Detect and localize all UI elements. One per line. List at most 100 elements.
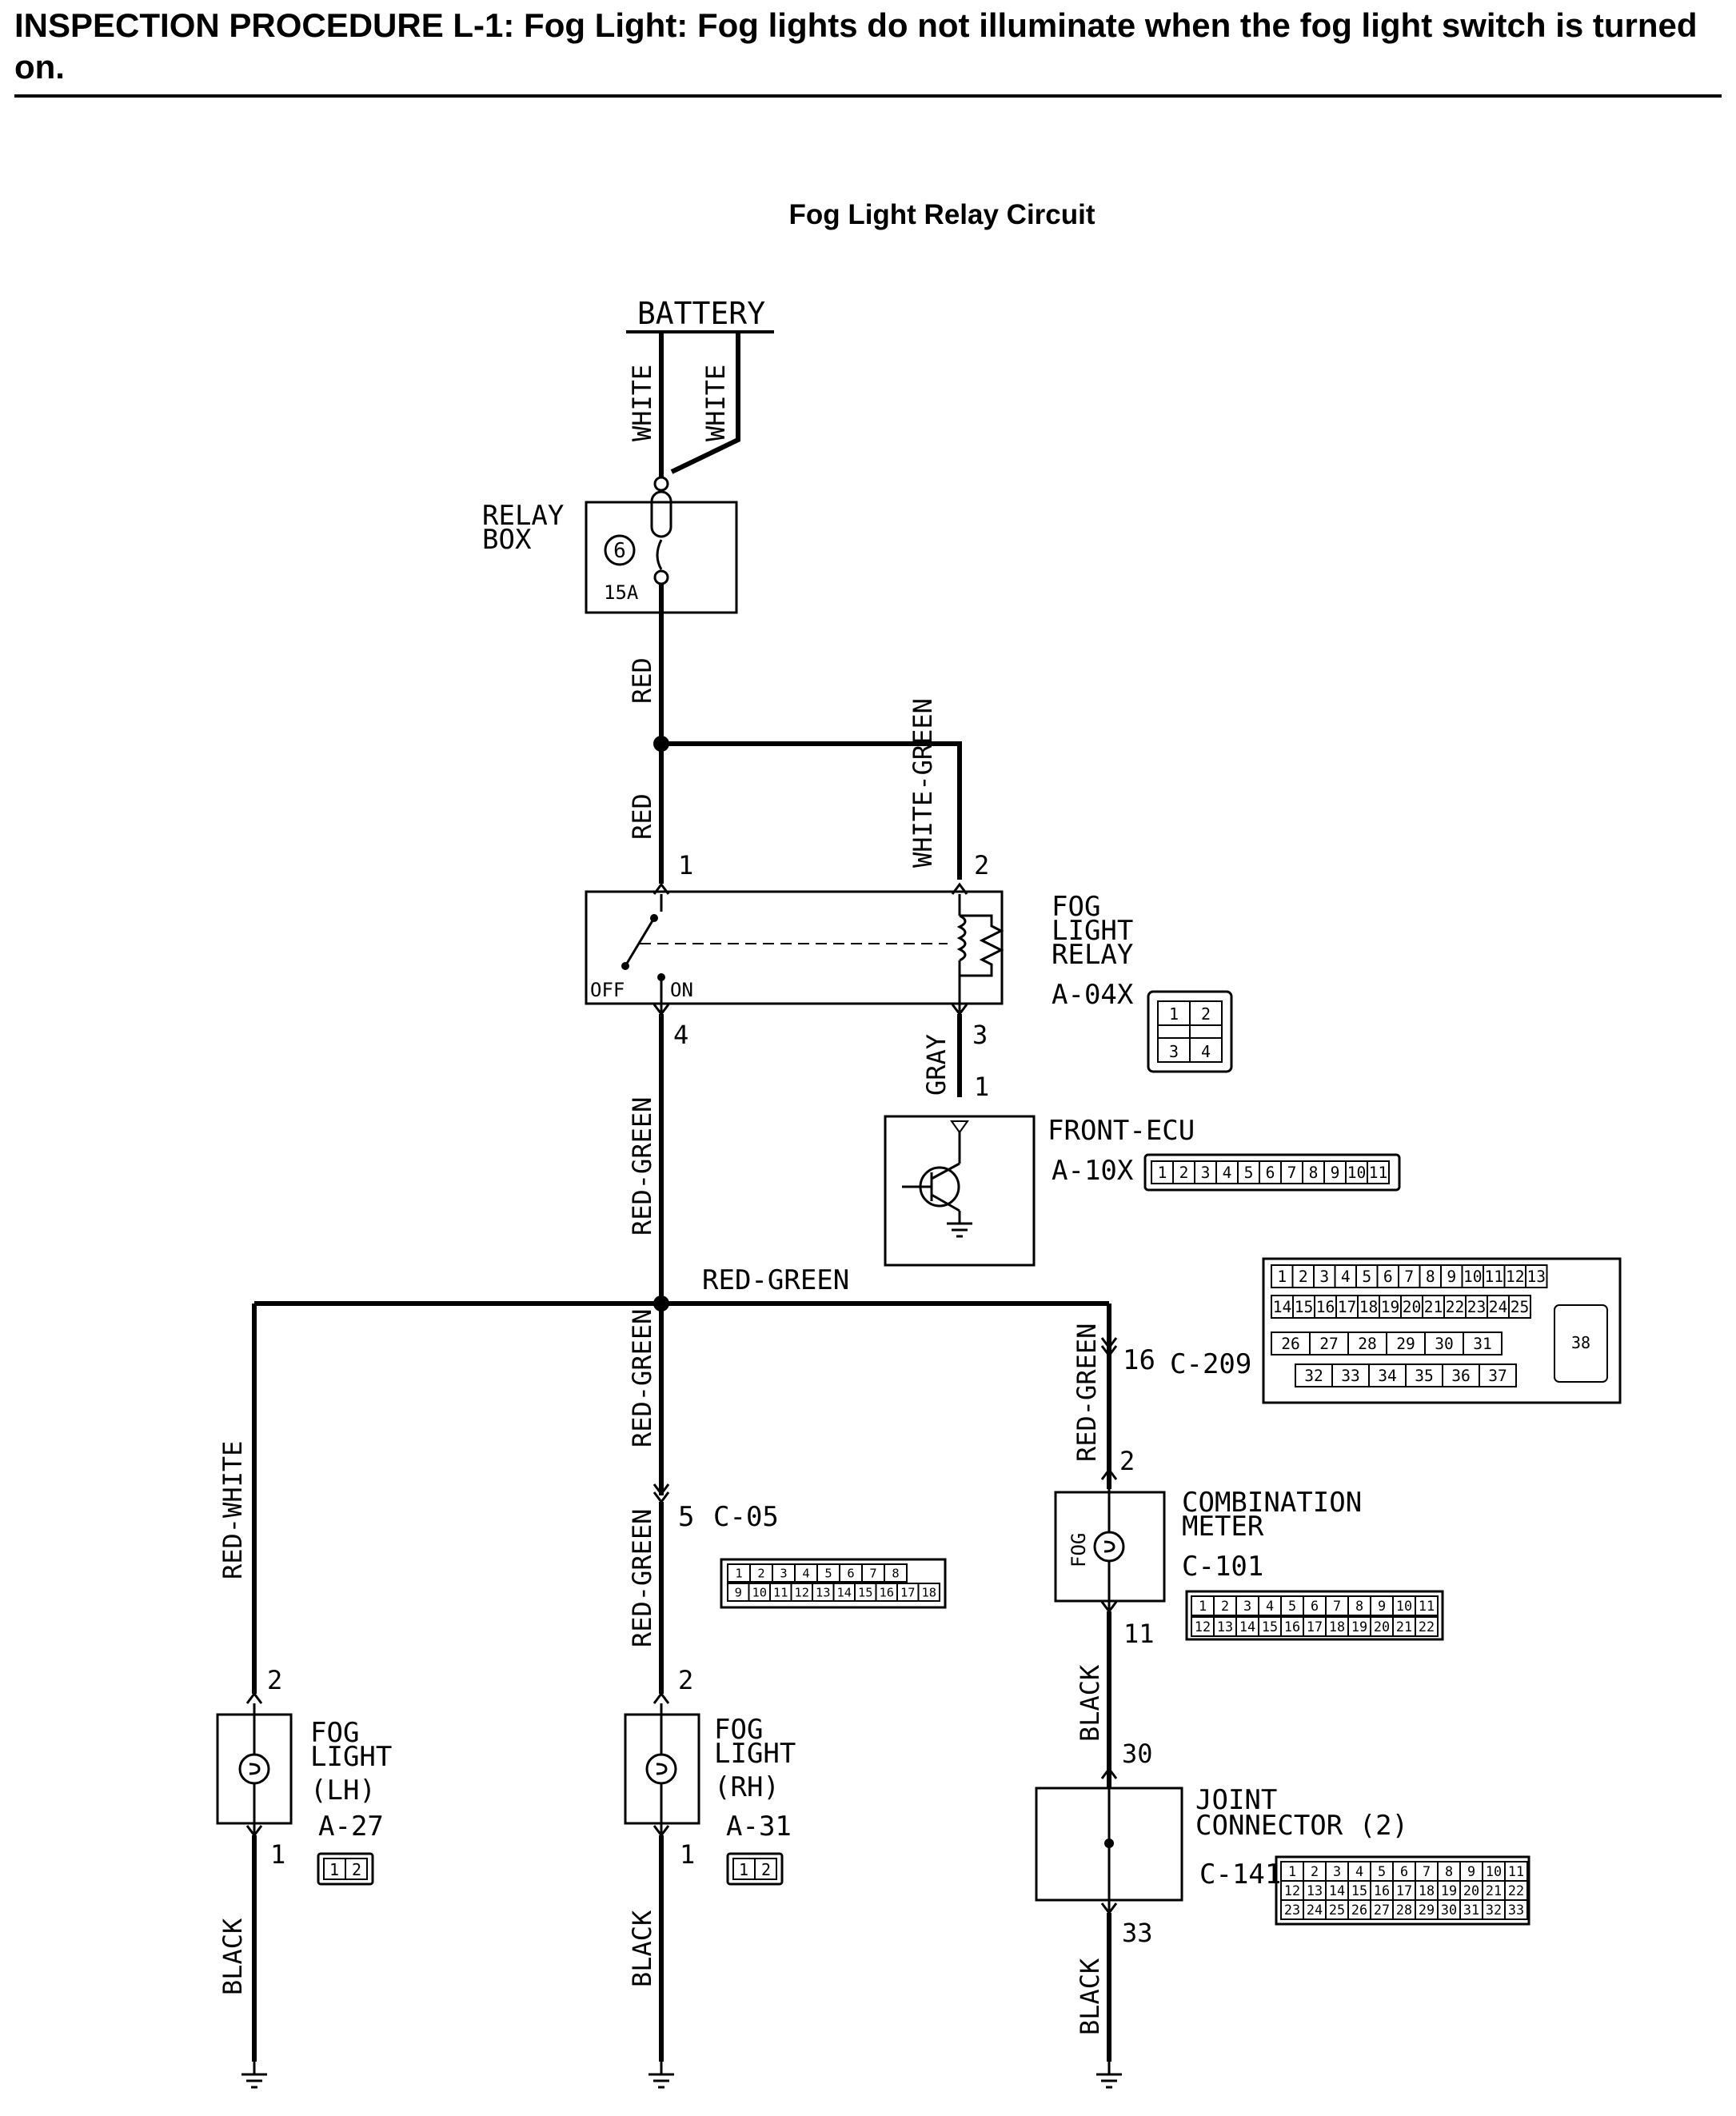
c209-connector-pin: 6 bbox=[1383, 1268, 1393, 1286]
c209-code: C-209 bbox=[1170, 1348, 1251, 1380]
c141-connector-pin: 13 bbox=[1307, 1882, 1323, 1898]
c05-connector-pin: 11 bbox=[773, 1586, 788, 1600]
c141-connector-pin: 5 bbox=[1378, 1863, 1386, 1879]
c141-connector-pin: 2 bbox=[1311, 1863, 1319, 1879]
c209-connector-pin: 19 bbox=[1381, 1298, 1400, 1316]
c209-connector-pin: 30 bbox=[1435, 1335, 1454, 1353]
c101-connector-pin: 10 bbox=[1396, 1598, 1412, 1614]
wire-white-a: WHITE bbox=[627, 365, 657, 441]
c209-connector-pin: 32 bbox=[1304, 1367, 1323, 1385]
c209-connector-pin: 25 bbox=[1511, 1298, 1530, 1316]
c209-connector-pin: 23 bbox=[1467, 1298, 1487, 1316]
c05-connector-pin: 7 bbox=[869, 1567, 876, 1581]
heading-rule bbox=[14, 94, 1722, 98]
c141-connector-pin: 3 bbox=[1333, 1863, 1341, 1879]
c209-connector-pin: 18 bbox=[1359, 1298, 1379, 1316]
c101-connector-pin: 13 bbox=[1217, 1619, 1233, 1635]
wire-red-green-center-upper: RED-GREEN bbox=[627, 1309, 657, 1447]
relay-pin-1: 1 bbox=[678, 850, 693, 880]
fog-lh-code: A-27 bbox=[318, 1811, 384, 1843]
relay-connector-pin: 2 bbox=[1201, 1004, 1211, 1024]
c101-connector-pin: 14 bbox=[1239, 1619, 1255, 1635]
fog-lh-connector: 1 2 bbox=[317, 1852, 374, 1886]
fog-rh-label-1: FOG bbox=[714, 1714, 763, 1746]
c141-connector-cell bbox=[1504, 1899, 1528, 1920]
ground-rh bbox=[647, 2060, 676, 2089]
front-ecu-label: FRONT-ECU bbox=[1048, 1115, 1195, 1147]
c209-connector-cell bbox=[1508, 1295, 1531, 1319]
fog-rh-connector: 1 2 bbox=[726, 1852, 784, 1886]
c141-connector-pin: 24 bbox=[1307, 1902, 1323, 1918]
c209-connector-pin: 26 bbox=[1281, 1335, 1300, 1353]
joint-connector bbox=[1035, 1767, 1183, 1914]
ecu-pin-1: 1 bbox=[974, 1072, 989, 1102]
relay-pin-2: 2 bbox=[974, 850, 989, 880]
c101-connector-pin: 6 bbox=[1311, 1598, 1319, 1614]
fog-rh-connector-pin: 1 bbox=[739, 1860, 748, 1879]
front-ecu-connector-pin: 11 bbox=[1369, 1164, 1388, 1182]
wire-red-green-horizontal: RED-GREEN bbox=[702, 1264, 849, 1296]
c209-connector-pin: 27 bbox=[1319, 1335, 1339, 1353]
joint-connector-code: C-141 bbox=[1199, 1858, 1281, 1890]
relay-box: 6 15A bbox=[585, 476, 738, 614]
c101-connector-pin: 7 bbox=[1333, 1598, 1341, 1614]
relay-connector-pin: 1 bbox=[1169, 1004, 1179, 1024]
fuse-number: 6 bbox=[613, 539, 626, 563]
c209-connector-cell bbox=[1479, 1363, 1517, 1387]
c05-code: C-05 bbox=[713, 1501, 779, 1533]
fog-rh-label-2: LIGHT bbox=[714, 1738, 796, 1770]
c141-connector-pin: 6 bbox=[1400, 1863, 1408, 1879]
wire-black-rh: BLACK bbox=[627, 1910, 657, 1987]
c209-connector-pin: 10 bbox=[1463, 1268, 1483, 1286]
relay-connector: 1 2 3 4 bbox=[1147, 990, 1233, 1073]
wire-white-green: WHITE-GREEN bbox=[908, 698, 938, 868]
combination-meter-code: C-101 bbox=[1182, 1551, 1263, 1583]
fog-rh-pin-top: 2 bbox=[678, 1665, 693, 1695]
battery-label: BATTERY bbox=[637, 296, 765, 331]
c209-connector-pin: 12 bbox=[1506, 1268, 1525, 1286]
c101-connector-pin: 20 bbox=[1374, 1619, 1390, 1635]
front-ecu-connector-pin: 1 bbox=[1158, 1164, 1167, 1182]
relay-box-label-2: BOX bbox=[482, 524, 532, 556]
c101-connector-cell bbox=[1415, 1616, 1439, 1637]
c05-connector-pin: 5 bbox=[824, 1567, 832, 1581]
c101-connector-pin: 17 bbox=[1307, 1619, 1323, 1635]
c141-connector-pin: 21 bbox=[1486, 1882, 1502, 1898]
c141-connector-pin: 14 bbox=[1329, 1882, 1345, 1898]
c05-connector-pin: 10 bbox=[752, 1586, 767, 1600]
combination-meter-label-1: COMBINATION bbox=[1182, 1487, 1362, 1519]
c209-connector-cell bbox=[1463, 1331, 1503, 1355]
wire-red-upper: RED bbox=[627, 657, 657, 704]
c141-connector-pin: 16 bbox=[1374, 1882, 1390, 1898]
c05-connector-pin: 12 bbox=[794, 1586, 809, 1600]
wire-red-lower: RED bbox=[627, 793, 657, 840]
c05-connector-pin: 18 bbox=[921, 1586, 936, 1600]
c141-connector-pin: 12 bbox=[1284, 1882, 1300, 1898]
c101-connector-pin: 4 bbox=[1266, 1598, 1274, 1614]
c05-connector-pin: 16 bbox=[879, 1586, 894, 1600]
relay-switch-off: OFF bbox=[590, 979, 625, 1001]
fog-light-lh bbox=[216, 1692, 293, 1837]
wire-black-joint: BLACK bbox=[1075, 1958, 1105, 2035]
c141-connector-pin: 23 bbox=[1284, 1902, 1300, 1918]
ground-lh bbox=[240, 2060, 269, 2089]
c209-connector-pin: 21 bbox=[1424, 1298, 1443, 1316]
relay-box-label-1: RELAY bbox=[482, 500, 564, 532]
c141-connector-pin: 18 bbox=[1419, 1882, 1435, 1898]
c05-connector-cell bbox=[917, 1583, 940, 1602]
c05-connector-pin: 9 bbox=[735, 1586, 742, 1600]
c141-connector-pin: 19 bbox=[1441, 1882, 1457, 1898]
c101-connector-pin: 22 bbox=[1419, 1619, 1435, 1635]
c101-connector-pin: 21 bbox=[1396, 1619, 1412, 1635]
c05-connector-pin: 2 bbox=[757, 1567, 764, 1581]
c209-connector-pin: 15 bbox=[1295, 1298, 1314, 1316]
front-ecu-connector-pin: 3 bbox=[1201, 1164, 1211, 1182]
c101-connector-pin: 5 bbox=[1288, 1598, 1296, 1614]
fog-lh-pin-top: 2 bbox=[267, 1665, 282, 1695]
c209-connector-cell bbox=[1525, 1264, 1548, 1288]
diagram-title: Fog Light Relay Circuit bbox=[788, 199, 1095, 230]
c101-connector-cell bbox=[1415, 1595, 1439, 1616]
